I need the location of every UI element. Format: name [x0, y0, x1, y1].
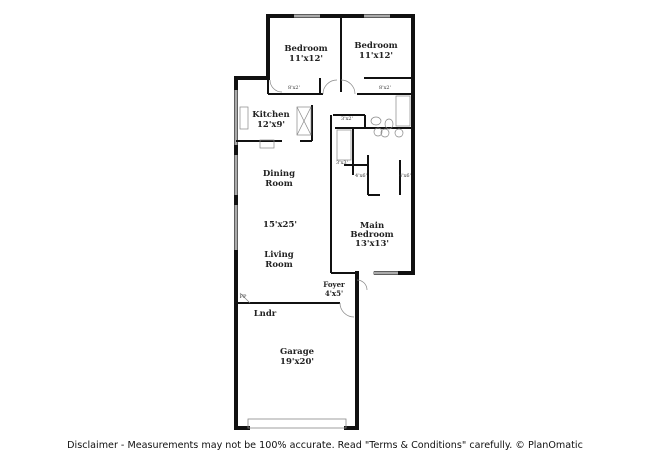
bedroom-left-closet: 8'x2' [288, 85, 300, 91]
interior-walls [236, 16, 413, 304]
foyer-size: 4'x5' [325, 289, 343, 298]
laundry-label: Lndr [254, 309, 277, 319]
living-size: 15'x25' [263, 220, 297, 230]
bedroom-right-size: 11'x12' [359, 51, 393, 61]
fireplace-label: FP [240, 294, 247, 300]
kitchen-name: Kitchen [252, 110, 290, 120]
foyer-name: Foyer [323, 280, 345, 289]
linen-closet-1: 3'x2' [341, 116, 353, 122]
kitchen-size: 12'x9' [257, 120, 285, 130]
main-closet-left: 4'x6' [355, 173, 367, 179]
linen-closet-2: 3'x3' [336, 160, 348, 166]
room-labels: Bedroom 11'x12' 8'x2' Bedroom 11'x12' 8'… [240, 41, 411, 367]
living-line1: Living [264, 250, 294, 260]
main-bedroom-line2: Bedroom [350, 230, 393, 240]
garage-name: Garage [280, 347, 315, 357]
bedroom-left-size: 11'x12' [289, 54, 323, 64]
bedroom-left-name: Bedroom [284, 44, 327, 54]
dining-line2: Room [265, 179, 292, 189]
main-bedroom-line1: Main [360, 221, 384, 231]
fixtures [239, 79, 411, 318]
dining-line1: Dining [263, 169, 295, 179]
bedroom-right-closet: 8'x2' [379, 85, 391, 91]
garage-size: 19'x20' [280, 357, 314, 367]
main-bedroom-size: 13'x13' [355, 239, 389, 249]
main-closet-right: 4'x6' [399, 173, 411, 179]
living-line2: Room [265, 260, 292, 270]
disclaimer: Disclaimer - Measurements may not be 100… [67, 440, 583, 451]
windows [234, 14, 398, 429]
bedroom-right-name: Bedroom [354, 41, 397, 51]
